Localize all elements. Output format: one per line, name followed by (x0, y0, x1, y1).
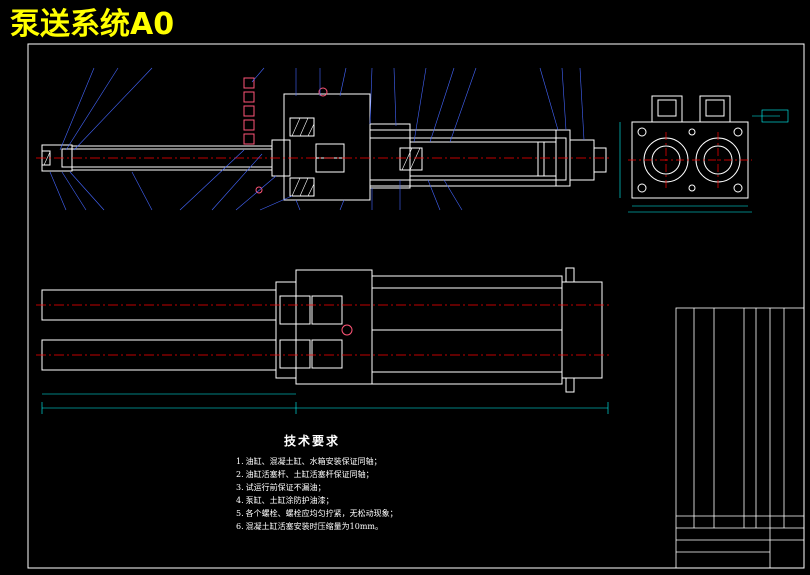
plan-view (41, 267, 603, 393)
plan-view-centerlines (36, 304, 610, 356)
side-view-centerlines (628, 132, 752, 188)
side-view-dimensions (619, 109, 789, 213)
title-block (675, 307, 805, 569)
requirement-item: 3.试运行前保证不漏油； (236, 483, 326, 492)
requirement-item: 4.泵缸、土缸涂防护油漆； (236, 496, 334, 505)
side-view (631, 95, 749, 199)
front-view (41, 93, 607, 201)
technical-requirements: 技术要求 1.油缸、混凝土缸、水箱安装保证同轴； 2.油缸活塞杆、土缸活塞杆保证… (236, 432, 476, 533)
requirement-item: 1.油缸、混凝土缸、水箱安装保证同轴； (236, 457, 382, 466)
drawing-title: 泵送系统A0 (10, 7, 175, 42)
requirement-item: 6.混凝土缸活塞安装时压缩量为10mm。 (236, 522, 383, 531)
plan-view-dimensions (41, 393, 609, 414)
technical-requirements-list: 1.油缸、混凝土缸、水箱安装保证同轴； 2.油缸活塞杆、土缸活塞杆保证同轴； 3… (236, 455, 476, 533)
sheet-border (27, 43, 805, 569)
technical-requirements-heading: 技术要求 (284, 434, 341, 448)
requirement-item: 5.各个螺栓、螺栓应均匀拧紧，无松动现象； (236, 509, 398, 518)
front-view-hatch (43, 117, 421, 197)
front-view-leaders (49, 67, 585, 211)
plan-view-part (341, 324, 353, 336)
front-view-parts (243, 77, 328, 194)
requirement-item: 2.油缸活塞杆、土缸活塞杆保证同轴； (236, 470, 374, 479)
